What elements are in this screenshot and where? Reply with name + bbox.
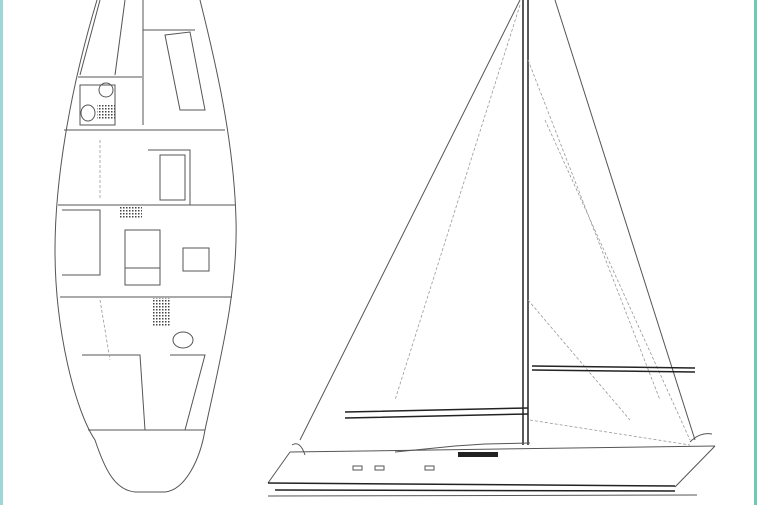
pulpit	[291, 433, 713, 456]
boom	[344, 407, 529, 419]
porthole	[352, 465, 363, 471]
waterline	[267, 494, 698, 497]
hatched-panel	[120, 207, 142, 219]
sail-plan-profile	[267, 0, 716, 497]
cabin-top	[394, 442, 531, 453]
hatched-panel	[97, 105, 115, 120]
hull-bottom	[267, 482, 676, 492]
doghouse-window	[458, 452, 498, 457]
hull-sheer	[267, 445, 716, 488]
stove	[182, 247, 210, 272]
staysail-boom	[531, 365, 696, 373]
mast	[522, 0, 529, 445]
sink-icon	[80, 104, 96, 122]
jib-leech	[394, 4, 521, 401]
toilet-icon	[172, 331, 194, 349]
porthole	[374, 465, 385, 471]
hatched-panel	[153, 298, 171, 326]
scan-border-left	[0, 0, 3, 505]
main-leech	[527, 59, 691, 441]
forestay	[299, 0, 521, 441]
scan-border-right	[754, 0, 757, 505]
accommodation-plan	[54, 0, 237, 493]
backstay	[554, 0, 696, 441]
porthole	[424, 465, 435, 471]
hull-deck-line	[289, 445, 716, 453]
hull-outline-plan	[54, 0, 237, 493]
